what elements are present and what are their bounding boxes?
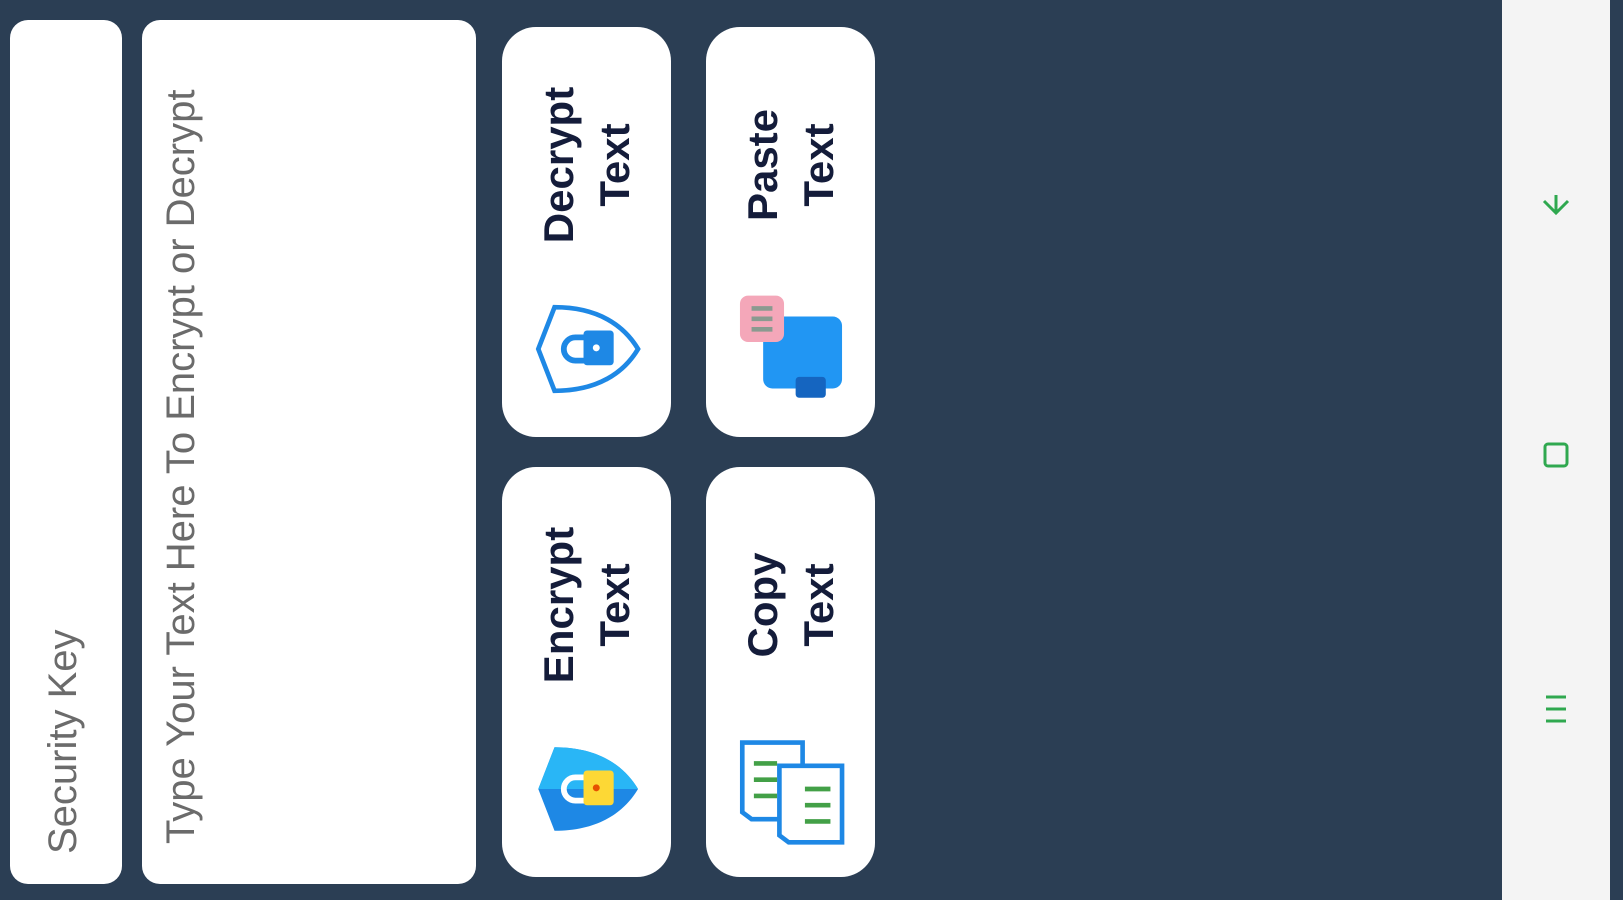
paste-clipboard-icon	[739, 295, 842, 398]
security-key-input[interactable]: Security Key	[10, 20, 122, 884]
shield-lock-outline-icon	[535, 304, 641, 394]
shield-lock-filled-icon	[537, 747, 638, 831]
encrypt-label-1: Encrypt	[534, 526, 582, 684]
encrypt-label-2: Text	[590, 563, 638, 647]
copy-documents-icon	[739, 740, 844, 845]
decrypt-label-2: Text	[590, 123, 638, 207]
copy-label-1: Copy	[738, 552, 786, 658]
back-icon[interactable]	[1536, 187, 1576, 227]
copy-label-2: Text	[794, 563, 842, 647]
paste-label-2: Text	[794, 123, 842, 207]
security-key-placeholder: Security Key	[41, 629, 85, 854]
recents-icon[interactable]	[1536, 689, 1576, 729]
paste-label-1: Paste	[738, 108, 786, 222]
home-icon[interactable]	[1536, 435, 1576, 475]
decrypt-label-1: Decrypt	[534, 86, 582, 244]
text-input[interactable]: Type Your Text Here To Encrypt or Decryp…	[142, 20, 476, 884]
navigation-bar	[1502, 0, 1610, 900]
text-input-placeholder: Type Your Text Here To Encrypt or Decryp…	[159, 89, 203, 844]
